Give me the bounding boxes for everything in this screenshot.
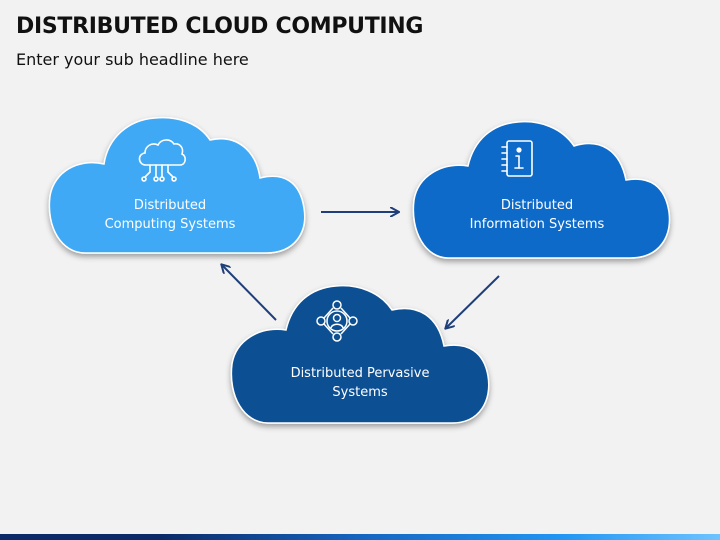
cloud-network-icon [138, 139, 186, 182]
page-subtitle: Enter your sub headline here [16, 50, 249, 69]
cloud-label-computing: Distributed Computing Systems [104, 198, 236, 232]
footer-gradient-bar [0, 534, 720, 540]
arrow-information-to-pervasive [446, 275, 500, 328]
info-notebook-icon [501, 140, 533, 177]
page-title: DISTRIBUTED CLOUD COMPUTING [16, 14, 424, 39]
arrow-pervasive-to-computing [222, 265, 277, 321]
cloud-label-pervasive: Distributed Pervasive Systems [290, 366, 430, 400]
cloud-information-systems [412, 120, 671, 259]
cloud-pervasive-systems [230, 284, 490, 424]
connected-user-icon [316, 300, 358, 342]
cloud-label-information: Distributed Information Systems [469, 198, 605, 232]
cloud-computing-systems [48, 116, 306, 254]
